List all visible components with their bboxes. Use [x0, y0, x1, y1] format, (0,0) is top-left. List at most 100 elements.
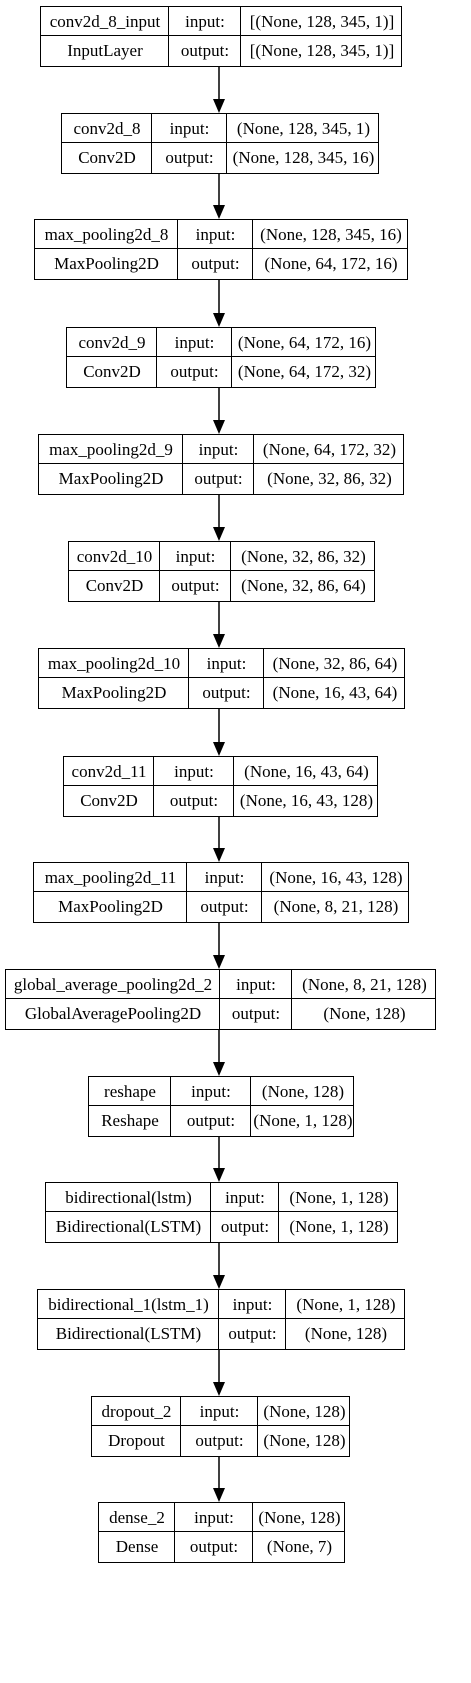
- column-divider: [233, 757, 234, 816]
- input-shape: (None, 32, 86, 64): [272, 654, 398, 673]
- column-divider: [182, 435, 183, 494]
- layer-name: conv2d_8_input: [49, 12, 161, 31]
- output-label: output:: [170, 362, 219, 381]
- input-shape: (None, 32, 86, 32): [241, 547, 366, 566]
- row-divider: [34, 891, 408, 892]
- output-label: output:: [202, 683, 251, 702]
- layer-type: Conv2D: [78, 148, 136, 167]
- output-label: output:: [228, 1324, 277, 1343]
- output-shape: (None, 16, 43, 64): [272, 683, 398, 702]
- column-divider: [240, 7, 241, 66]
- row-divider: [64, 785, 377, 786]
- column-divider: [278, 1183, 279, 1242]
- layer-name: max_pooling2d_10: [47, 654, 181, 673]
- layer-type: Dropout: [108, 1431, 165, 1450]
- layer-name: dropout_2: [101, 1402, 172, 1421]
- layer-name: bidirectional_1(lstm_1): [48, 1295, 209, 1314]
- output-label: output:: [180, 41, 230, 60]
- row-divider: [39, 677, 404, 678]
- arrow-head-icon: [213, 205, 225, 219]
- input-label: input:: [191, 1082, 231, 1101]
- output-shape: (None, 16, 43, 128): [239, 791, 374, 810]
- input-shape: (None, 8, 21, 128): [302, 975, 427, 994]
- input-label: input:: [195, 225, 236, 244]
- column-divider: [188, 649, 189, 708]
- column-divider: [253, 435, 254, 494]
- layer-type: Dense: [115, 1537, 159, 1556]
- row-divider: [69, 570, 374, 571]
- input-shape: (None, 16, 43, 128): [269, 868, 403, 887]
- input-shape: (None, 16, 43, 64): [244, 762, 369, 781]
- output-shape: (None, 32, 86, 32): [267, 469, 392, 488]
- row-divider: [99, 1531, 344, 1532]
- input-shape: (None, 128): [258, 1508, 341, 1527]
- input-shape: (None, 128): [261, 1082, 345, 1101]
- input-label: input:: [169, 119, 210, 138]
- layer-name: bidirectional(lstm): [65, 1188, 192, 1207]
- column-divider: [263, 649, 264, 708]
- layer-type: MaxPooling2D: [58, 897, 163, 916]
- output-shape: (None, 7): [266, 1537, 333, 1556]
- row-divider: [62, 142, 378, 143]
- arrow-head-icon: [213, 1382, 225, 1396]
- layer-name: max_pooling2d_9: [49, 440, 173, 459]
- layer-node-bidirectional-1-lstm-1: bidirectional_1(lstm_1)Bidirectional(LST…: [37, 1289, 405, 1350]
- output-shape: (None, 128): [304, 1324, 388, 1343]
- layer-type: MaxPooling2D: [61, 683, 167, 702]
- layer-type: Conv2D: [85, 576, 144, 595]
- layer-node-bidirectional-lstm: bidirectional(lstm)Bidirectional(LSTM)in…: [45, 1182, 398, 1243]
- output-shape: (None, 8, 21, 128): [273, 897, 399, 916]
- layer-name: global_average_pooling2d_2: [13, 975, 213, 994]
- output-label: output:: [200, 897, 249, 916]
- input-shape: (None, 64, 172, 32): [262, 440, 397, 459]
- input-label: input:: [194, 1508, 234, 1527]
- column-divider: [226, 114, 227, 173]
- output-shape: (None, 32, 86, 64): [241, 576, 366, 595]
- layer-type: InputLayer: [67, 41, 143, 60]
- layer-name: conv2d_10: [76, 547, 153, 566]
- column-divider: [156, 328, 157, 387]
- layer-name: dense_2: [109, 1508, 165, 1527]
- layer-type: Conv2D: [80, 791, 138, 810]
- output-shape: (None, 128): [263, 1431, 346, 1450]
- output-shape: (None, 128, 345, 16): [232, 148, 375, 167]
- column-divider: [252, 1503, 253, 1562]
- layer-name: max_pooling2d_8: [44, 225, 169, 244]
- arrow-head-icon: [213, 420, 225, 434]
- input-shape: (None, 128, 345, 16): [260, 225, 402, 244]
- input-shape: (None, 128, 345, 1): [236, 119, 371, 138]
- layer-name: conv2d_11: [71, 762, 147, 781]
- output-shape: (None, 64, 172, 32): [237, 362, 372, 381]
- column-divider: [219, 970, 220, 1029]
- column-divider: [186, 863, 187, 922]
- layer-type: Conv2D: [83, 362, 141, 381]
- arrow-head-icon: [213, 99, 225, 113]
- output-shape: (None, 1, 128): [253, 1111, 353, 1130]
- arrow-head-icon: [213, 1488, 225, 1502]
- column-divider: [168, 7, 169, 66]
- column-divider: [291, 970, 292, 1029]
- layer-name: conv2d_9: [78, 333, 146, 352]
- output-label: output:: [189, 1537, 239, 1556]
- output-label: output:: [169, 791, 219, 810]
- column-divider: [210, 1183, 211, 1242]
- column-divider: [261, 863, 262, 922]
- input-label: input:: [174, 762, 214, 781]
- column-divider: [153, 757, 154, 816]
- column-divider: [218, 1290, 219, 1349]
- column-divider: [177, 220, 178, 279]
- output-label: output:: [195, 1431, 244, 1450]
- input-label: input:: [199, 1402, 240, 1421]
- row-divider: [92, 1425, 349, 1426]
- input-label: input:: [206, 654, 247, 673]
- output-shape: (None, 128): [323, 1004, 406, 1023]
